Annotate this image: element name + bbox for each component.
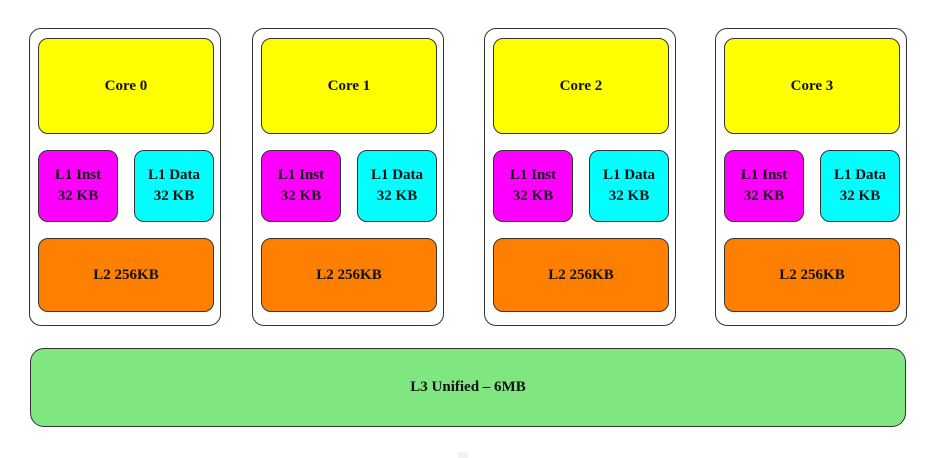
l1-inst-size: 32 KB bbox=[280, 188, 322, 204]
core-0-l1-inst-box: L1 Inst 32 KB bbox=[38, 150, 118, 222]
core-1-l1-data-box: L1 Data 32 KB bbox=[357, 150, 437, 222]
core-2-l2-box: L2 256KB bbox=[493, 238, 669, 312]
l2-label: L2 256KB bbox=[93, 266, 159, 283]
core-0-label: Core 0 bbox=[104, 77, 148, 94]
core-2-l1-data-box: L1 Data 32 KB bbox=[589, 150, 669, 222]
l3-unified-cache-box: L3 Unified – 6MB bbox=[30, 348, 906, 427]
l1-inst-label: L1 Inst bbox=[509, 167, 557, 183]
core-1-box: Core 1 bbox=[261, 38, 437, 134]
l1-data-label: L1 Data bbox=[370, 167, 424, 183]
core-2-l1-inst-box: L1 Inst 32 KB bbox=[493, 150, 573, 222]
core-cluster-0: Core 0 L1 Inst 32 KB L1 Data 32 KB L2 25… bbox=[29, 28, 221, 326]
core-3-label: Core 3 bbox=[790, 77, 834, 94]
core-3-l2-box: L2 256KB bbox=[724, 238, 900, 312]
l1-inst-size: 32 KB bbox=[57, 188, 99, 204]
core-0-box: Core 0 bbox=[38, 38, 214, 134]
core-3-box: Core 3 bbox=[724, 38, 900, 134]
core-3-l1-data-box: L1 Data 32 KB bbox=[820, 150, 900, 222]
l1-inst-label: L1 Inst bbox=[740, 167, 788, 183]
core-cluster-1: Core 1 L1 Inst 32 KB L1 Data 32 KB L2 25… bbox=[252, 28, 444, 326]
l1-data-size: 32 KB bbox=[839, 188, 881, 204]
l1-data-size: 32 KB bbox=[153, 188, 195, 204]
core-2-label: Core 2 bbox=[559, 77, 603, 94]
core-0-l2-box: L2 256KB bbox=[38, 238, 214, 312]
core-cluster-2: Core 2 L1 Inst 32 KB L1 Data 32 KB L2 25… bbox=[484, 28, 676, 326]
core-1-l1-inst-box: L1 Inst 32 KB bbox=[261, 150, 341, 222]
l2-label: L2 256KB bbox=[779, 266, 845, 283]
l1-inst-size: 32 KB bbox=[512, 188, 554, 204]
l1-inst-label: L1 Inst bbox=[277, 167, 325, 183]
l1-data-size: 32 KB bbox=[376, 188, 418, 204]
l2-label: L2 256KB bbox=[548, 266, 614, 283]
l1-data-label: L1 Data bbox=[602, 167, 656, 183]
core-2-box: Core 2 bbox=[493, 38, 669, 134]
l1-data-label: L1 Data bbox=[147, 167, 201, 183]
l1-inst-size: 32 KB bbox=[743, 188, 785, 204]
core-3-l1-inst-box: L1 Inst 32 KB bbox=[724, 150, 804, 222]
l1-inst-label: L1 Inst bbox=[54, 167, 102, 183]
core-1-label: Core 1 bbox=[327, 77, 371, 94]
l2-label: L2 256KB bbox=[316, 266, 382, 283]
core-0-l1-data-box: L1 Data 32 KB bbox=[134, 150, 214, 222]
footer-mark bbox=[458, 452, 468, 458]
core-cluster-3: Core 3 L1 Inst 32 KB L1 Data 32 KB L2 25… bbox=[715, 28, 907, 326]
l3-label: L3 Unified – 6MB bbox=[410, 379, 526, 395]
core-1-l2-box: L2 256KB bbox=[261, 238, 437, 312]
l1-data-size: 32 KB bbox=[608, 188, 650, 204]
l1-data-label: L1 Data bbox=[833, 167, 887, 183]
